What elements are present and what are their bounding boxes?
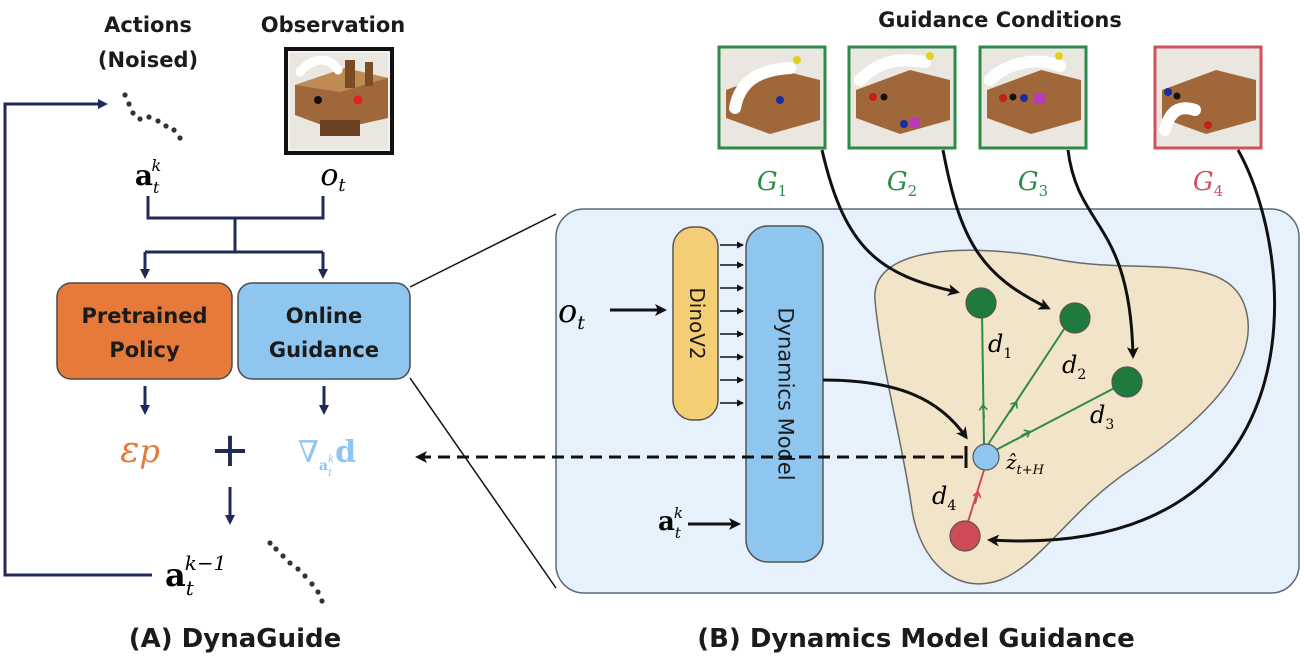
online-guidance-box <box>237 282 411 380</box>
goal-node-1 <box>965 287 997 319</box>
dinov2-label: DinoV2 <box>685 287 709 359</box>
latent-space-region <box>874 249 1249 585</box>
condition-image-4 <box>1153 45 1263 150</box>
observation-symbol: ot <box>320 158 346 196</box>
denoised-action-symbol: atk−1 <box>165 551 226 600</box>
epsilon-p-symbol: εp <box>120 430 160 471</box>
dinov2-encoder <box>672 226 719 421</box>
distance-label-3: d3 <box>1090 401 1114 433</box>
panel-a: Actions (Noised) atk Observation <box>3 13 411 654</box>
token-arrows <box>720 241 744 407</box>
zoom-line-top <box>409 213 557 288</box>
distance-label-2: d2 <box>1062 351 1086 383</box>
observation-label: Observation <box>261 13 405 37</box>
predicted-latent-node <box>972 443 1000 471</box>
condition-symbol-3: G3 <box>1018 167 1048 200</box>
distance-label-1: d1 <box>988 330 1012 362</box>
policy-label-line2: Policy <box>109 338 180 362</box>
condition-image-2 <box>847 45 957 150</box>
goal-node-4 <box>949 520 981 552</box>
policy-label-line1: Pretrained <box>82 304 208 328</box>
panel-b: Guidance Conditions <box>415 8 1300 654</box>
panel-obs-symbol: ot <box>558 292 585 334</box>
distance-label-4: d4 <box>932 482 956 514</box>
zoom-line-bottom <box>409 377 557 589</box>
condition-image-3 <box>978 45 1088 150</box>
condition-symbol-1: G1 <box>757 167 787 200</box>
merge-connector <box>140 196 328 279</box>
actions-label-line1: Actions <box>104 13 192 37</box>
condition-arrows <box>820 149 1277 547</box>
pretrained-policy-box <box>56 282 233 380</box>
caption-b: (B) Dynamics Model Guidance <box>697 624 1135 654</box>
action-symbol: atk <box>135 156 161 197</box>
panel-action-symbol: atk <box>658 504 683 542</box>
model-to-latent-arrow <box>822 378 968 440</box>
distance-line-red <box>966 469 985 526</box>
denoised-actions-dots <box>267 540 325 604</box>
goal-node-2 <box>1059 302 1091 334</box>
condition-symbol-2: G2 <box>887 167 917 200</box>
guidance-label-line1: Online <box>286 304 362 328</box>
latent-label: ẑt+H <box>1005 450 1045 478</box>
conditions-title: Guidance Conditions <box>878 8 1122 32</box>
observation-image <box>284 47 394 155</box>
actions-label-line2: (Noised) <box>98 48 198 72</box>
distance-lines <box>978 311 1125 453</box>
condition-image-1 <box>717 45 827 150</box>
dynamics-model-box <box>745 225 824 563</box>
plus-symbol: + <box>210 422 250 478</box>
denoising-loop-arrow <box>3 99 152 577</box>
condition-symbol-4: G4 <box>1193 167 1223 200</box>
goal-node-3 <box>1111 366 1143 398</box>
caption-a: (A) DynaGuide <box>129 624 342 654</box>
guidance-label-line2: Guidance <box>269 338 379 362</box>
dynamics-model-label: Dynamics Model <box>774 307 798 480</box>
noised-actions-dots <box>122 92 183 141</box>
